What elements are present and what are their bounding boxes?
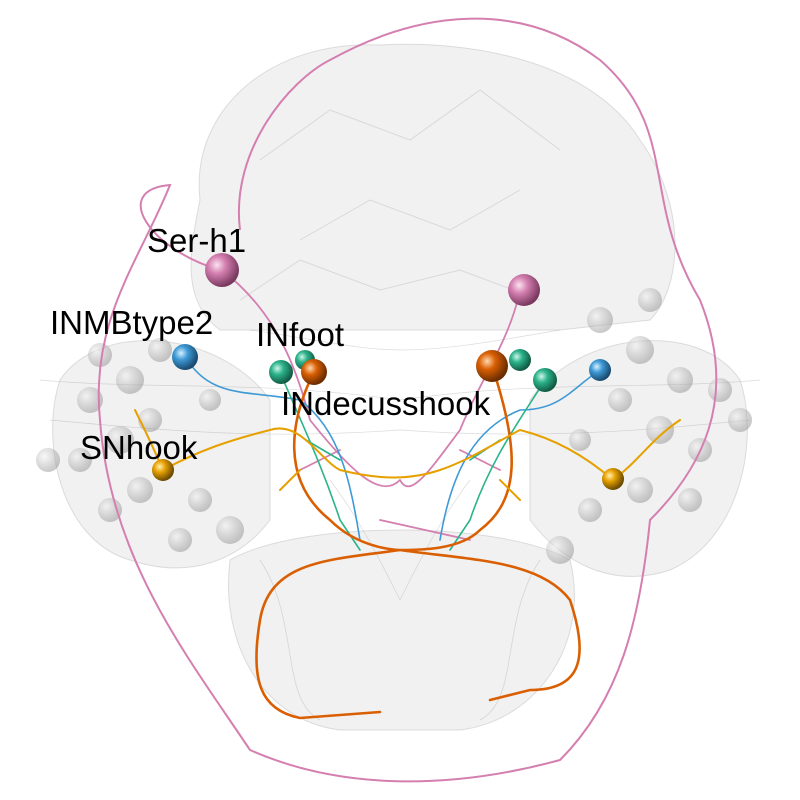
ser-h1-outline-neurite xyxy=(97,17,718,783)
ser-h1-soma-right[interactable] xyxy=(508,274,540,306)
ser-h1-soma-left[interactable] xyxy=(205,253,239,287)
label-indecusshook: INdecusshook xyxy=(281,385,491,422)
infoot-soma-right-2[interactable] xyxy=(533,368,557,392)
label-ser-h1: Ser-h1 xyxy=(147,222,247,259)
inmbtype2-soma-right[interactable] xyxy=(589,359,611,381)
snhook-soma-right[interactable] xyxy=(602,468,624,490)
indecusshook-soma-right[interactable] xyxy=(476,350,508,382)
label-infoot: INfoot xyxy=(256,316,345,353)
infoot-soma-right-1[interactable] xyxy=(509,349,531,371)
label-snhook: SNhook xyxy=(80,429,198,466)
indecusshook-soma-left[interactable] xyxy=(301,359,327,385)
brain-mesh xyxy=(52,43,748,731)
infoot-soma-left-1[interactable] xyxy=(269,360,293,384)
background-somata xyxy=(36,288,752,564)
inmbtype2-soma-left[interactable] xyxy=(172,344,198,370)
label-inmbtype2: INMBtype2 xyxy=(50,304,214,341)
neurites xyxy=(134,269,681,720)
snhook-soma-left[interactable] xyxy=(152,459,174,481)
